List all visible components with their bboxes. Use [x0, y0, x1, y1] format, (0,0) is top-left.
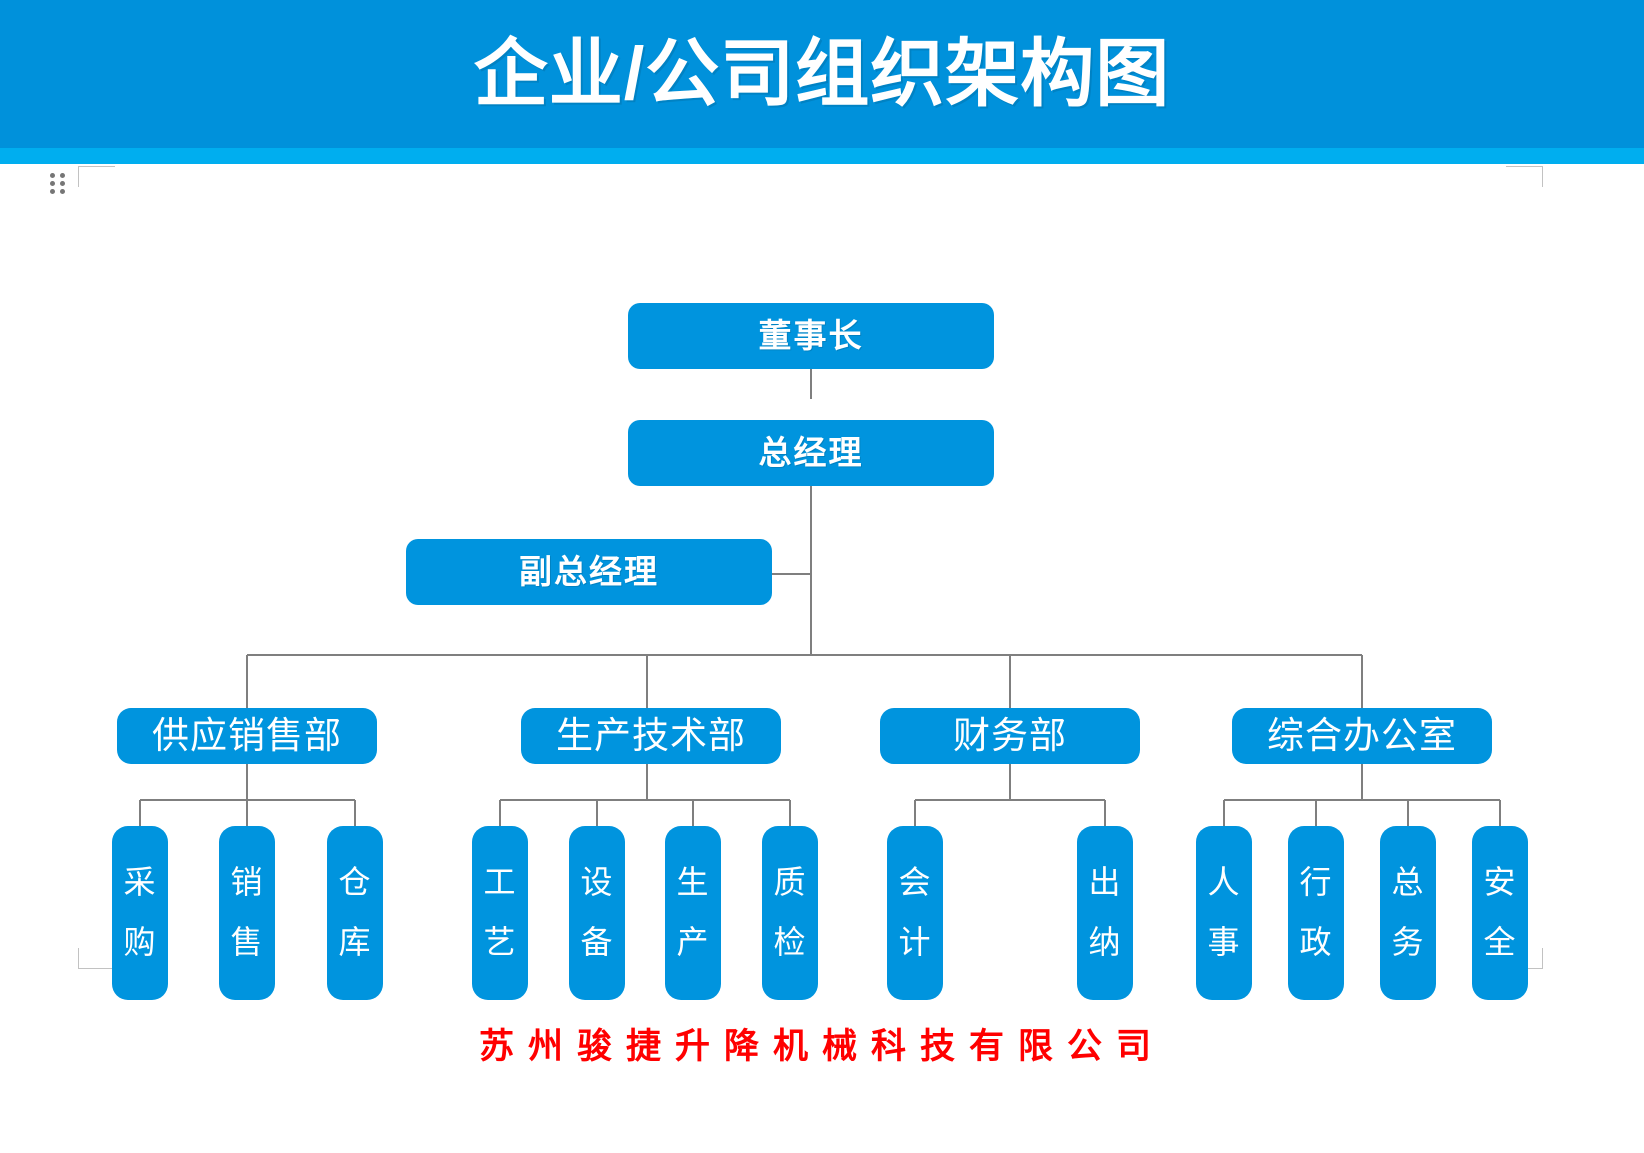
dot — [60, 173, 65, 178]
unit-char: 备 — [580, 924, 614, 961]
unit-char: 质 — [773, 864, 807, 901]
drag-handle-icon[interactable] — [50, 173, 66, 197]
node-unit-production[interactable]: 生 产 — [665, 826, 721, 1000]
node-unit-human-resources[interactable]: 人 事 — [1196, 826, 1252, 1000]
node-unit-administration[interactable]: 行 政 — [1288, 826, 1344, 1000]
node-department-label: 财务部 — [953, 714, 1067, 756]
unit-char: 纳 — [1088, 924, 1122, 961]
node-department-label: 综合办公室 — [1267, 714, 1457, 756]
unit-char: 政 — [1299, 924, 1333, 961]
node-general-manager-label: 总经理 — [758, 433, 864, 471]
unit-char: 库 — [338, 924, 372, 961]
unit-char: 总 — [1391, 864, 1425, 901]
unit-char: 检 — [773, 924, 807, 961]
page-guide-corner-bottom-left — [78, 948, 115, 969]
unit-char: 生 — [676, 864, 710, 901]
header-banner: 企业/公司组织架构图 — [0, 0, 1644, 148]
header-accent-strip — [0, 148, 1644, 164]
node-general-manager[interactable]: 总经理 — [628, 420, 994, 486]
node-unit-accounting[interactable]: 会 计 — [887, 826, 943, 1000]
unit-char: 工 — [483, 864, 517, 901]
node-deputy-general-manager[interactable]: 副总经理 — [406, 539, 772, 605]
unit-char: 计 — [898, 924, 932, 961]
node-unit-sales[interactable]: 销 售 — [219, 826, 275, 1000]
unit-char: 售 — [230, 924, 264, 961]
node-department-supply-sales[interactable]: 供应销售部 — [117, 708, 377, 764]
unit-char: 销 — [230, 864, 264, 901]
node-department-finance[interactable]: 财务部 — [880, 708, 1140, 764]
unit-char: 务 — [1391, 924, 1425, 961]
node-department-label: 供应销售部 — [152, 714, 342, 756]
unit-char: 出 — [1088, 864, 1122, 901]
node-department-production-technology[interactable]: 生产技术部 — [521, 708, 781, 764]
node-unit-general-affairs[interactable]: 总 务 — [1380, 826, 1436, 1000]
unit-char: 艺 — [483, 924, 517, 961]
node-chairman[interactable]: 董事长 — [628, 303, 994, 369]
unit-char: 全 — [1483, 924, 1517, 961]
node-unit-warehouse[interactable]: 仓 库 — [327, 826, 383, 1000]
dot — [50, 181, 55, 186]
unit-char: 采 — [123, 864, 157, 901]
unit-char: 人 — [1207, 864, 1241, 901]
unit-char: 仓 — [338, 864, 372, 901]
node-unit-quality-inspection[interactable]: 质 检 — [762, 826, 818, 1000]
node-chairman-label: 董事长 — [758, 316, 864, 354]
node-department-general-office[interactable]: 综合办公室 — [1232, 708, 1492, 764]
node-unit-safety[interactable]: 安 全 — [1472, 826, 1528, 1000]
unit-char: 行 — [1299, 864, 1333, 901]
dot — [60, 181, 65, 186]
node-unit-purchasing[interactable]: 采 购 — [112, 826, 168, 1000]
unit-char: 事 — [1207, 924, 1241, 961]
unit-char: 安 — [1483, 864, 1517, 901]
dot — [50, 189, 55, 194]
company-name-footer: 苏州骏捷升降机械科技有限公司 — [478, 1027, 1165, 1066]
unit-char: 会 — [898, 864, 932, 901]
node-unit-equipment[interactable]: 设 备 — [569, 826, 625, 1000]
unit-char: 设 — [580, 864, 614, 901]
unit-char: 产 — [676, 924, 710, 961]
unit-char: 购 — [123, 924, 157, 961]
node-department-label: 生产技术部 — [556, 714, 746, 756]
page-title: 企业/公司组织架构图 — [473, 32, 1171, 115]
node-unit-cashier[interactable]: 出 纳 — [1077, 826, 1133, 1000]
node-unit-process-engineering[interactable]: 工 艺 — [472, 826, 528, 1000]
dot — [50, 173, 55, 178]
page-guide-corner-top-right — [1506, 166, 1543, 187]
node-deputy-general-manager-label: 副总经理 — [519, 552, 659, 590]
page-guide-corner-top-left — [78, 166, 115, 187]
dot — [60, 189, 65, 194]
